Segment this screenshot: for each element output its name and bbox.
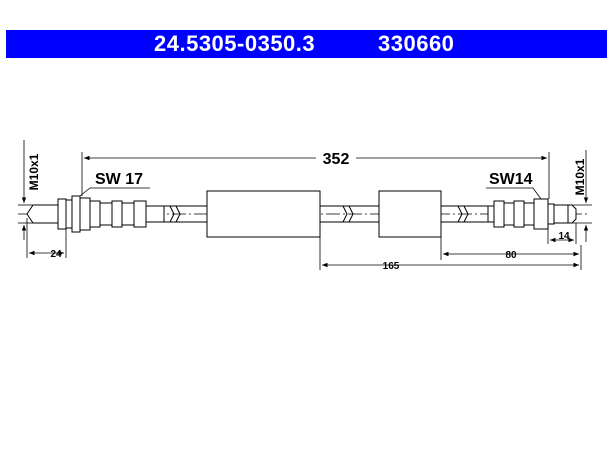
right-thread-dimension (572, 150, 592, 242)
left-thread-dimension (18, 140, 33, 240)
fitting-distance-dimension (440, 237, 579, 260)
left-hex-nut (57, 198, 67, 230)
break-marks (169, 205, 469, 223)
right-hex (533, 198, 549, 230)
left-wrench-label: SW 17 (95, 171, 143, 188)
right-thread-tip (553, 204, 577, 224)
right-thread-label: M10x1 (573, 158, 587, 195)
right-wrench-label: SW14 (489, 171, 533, 188)
overall-length-dimension (81, 152, 550, 199)
fitting-distance-label: 80 (505, 250, 517, 261)
right-crimp-ferrule (493, 200, 505, 228)
overall-length-label: 352 (323, 151, 350, 168)
protective-sleeve-1 (206, 190, 321, 238)
leader-lines (79, 187, 542, 200)
protective-sleeve-2 (378, 190, 442, 238)
left-fitting (26, 195, 165, 233)
left-length-label: 24 (50, 249, 62, 260)
header-banner: 24.5305-0350.3 330660 (6, 30, 607, 58)
left-thread-label: M10x1 (27, 153, 41, 190)
left-thread-tip (26, 204, 59, 224)
right-fitting (487, 198, 577, 230)
sleeve-distance-label: 165 (383, 261, 400, 272)
left-length-dimension (26, 218, 67, 258)
sleeve-distance-dimension (319, 237, 582, 270)
right-length-dimension (547, 223, 577, 244)
reference-number: 330660 (378, 31, 455, 56)
right-length-label: 14 (558, 231, 570, 242)
part-number: 24.5305-0350.3 (154, 31, 316, 56)
left-crimp-ferrule (89, 200, 101, 228)
